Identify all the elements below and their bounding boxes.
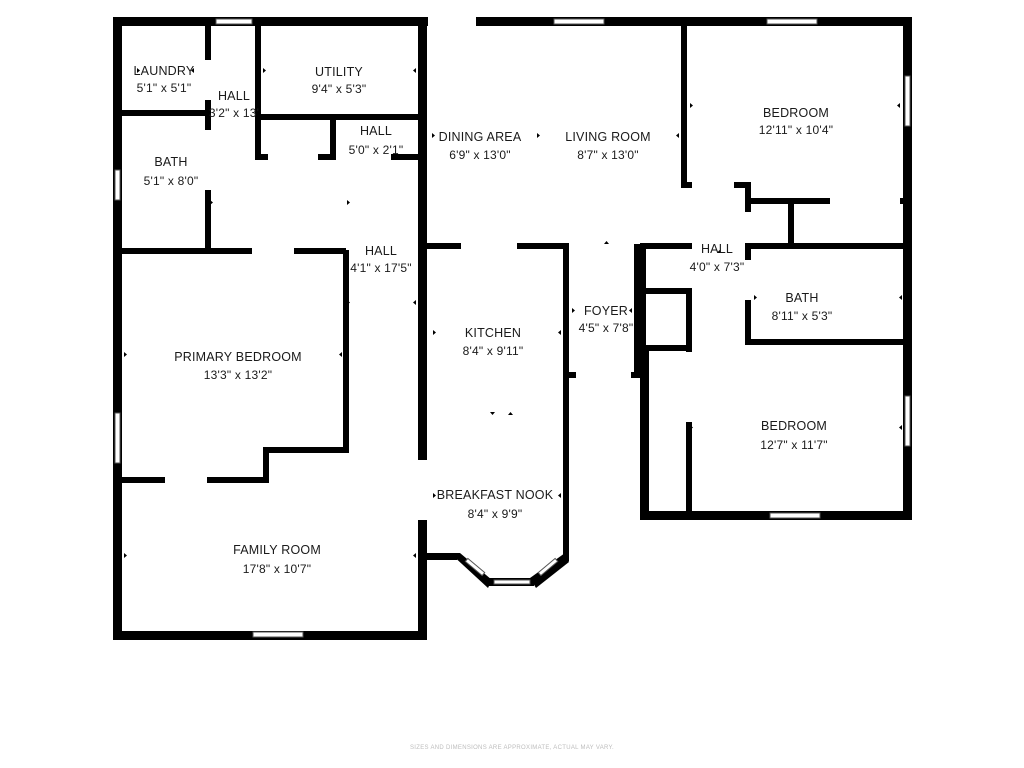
hall-d-name: HALL xyxy=(701,242,733,256)
hall-c-dims: 4'1" x 17'5" xyxy=(350,261,412,275)
kitchen-name: KITCHEN xyxy=(465,326,521,340)
bedroom-ne-dims: 12'11" x 10'4" xyxy=(759,123,833,137)
bedroom-ne-name: BEDROOM xyxy=(763,106,829,120)
hall-d-dims: 4'0" x 7'3" xyxy=(690,260,745,274)
kitchen-dims: 8'4" x 9'11" xyxy=(463,344,524,358)
laundry-name: LAUNDRY xyxy=(134,64,195,78)
living-name: LIVING ROOM xyxy=(565,130,651,144)
bedroom-se-dims: 12'7" x 11'7" xyxy=(760,438,828,452)
living-dims: 8'7" x 13'0" xyxy=(577,148,639,162)
nook-name: BREAKFAST NOOK xyxy=(437,488,554,502)
foyer-name: FOYER xyxy=(584,304,628,318)
family-name: FAMILY ROOM xyxy=(233,543,321,557)
family-dims: 17'8" x 10'7" xyxy=(243,562,311,576)
laundry-dims: 5'1" x 5'1" xyxy=(137,81,192,95)
windows xyxy=(114,18,911,638)
room-labels: LAUNDRY 5'1" x 5'1" HALL 3'2" x 13' UTIL… xyxy=(134,64,833,576)
bedroom-se-name: BEDROOM xyxy=(761,419,827,433)
hall-a-dims: 3'2" x 13' xyxy=(209,106,259,120)
primary-name: PRIMARY BEDROOM xyxy=(174,350,302,364)
utility-name: UTILITY xyxy=(315,65,363,79)
bath-w-name: BATH xyxy=(154,155,187,169)
hall-c-name: HALL xyxy=(365,244,397,258)
bath-w-dims: 5'1" x 8'0" xyxy=(144,174,199,188)
primary-dims: 13'3" x 13'2" xyxy=(204,368,272,382)
door-openings xyxy=(165,17,900,520)
hall-a-name: HALL xyxy=(218,89,250,103)
foyer-dims: 4'5" x 7'8" xyxy=(579,321,634,335)
dimension-markers xyxy=(124,68,902,558)
bath-e-dims: 8'11" x 5'3" xyxy=(772,309,833,323)
nook-dims: 8'4" x 9'9" xyxy=(468,507,523,521)
utility-dims: 9'4" x 5'3" xyxy=(312,82,367,96)
dining-dims: 6'9" x 13'0" xyxy=(449,148,511,162)
hall-b-dims: 5'0" x 2'1" xyxy=(349,143,404,157)
hall-b-name: HALL xyxy=(360,124,392,138)
bath-e-name: BATH xyxy=(785,291,818,305)
dining-name: DINING AREA xyxy=(439,130,522,144)
disclaimer-text: SIZES AND DIMENSIONS ARE APPROXIMATE, AC… xyxy=(410,745,614,751)
